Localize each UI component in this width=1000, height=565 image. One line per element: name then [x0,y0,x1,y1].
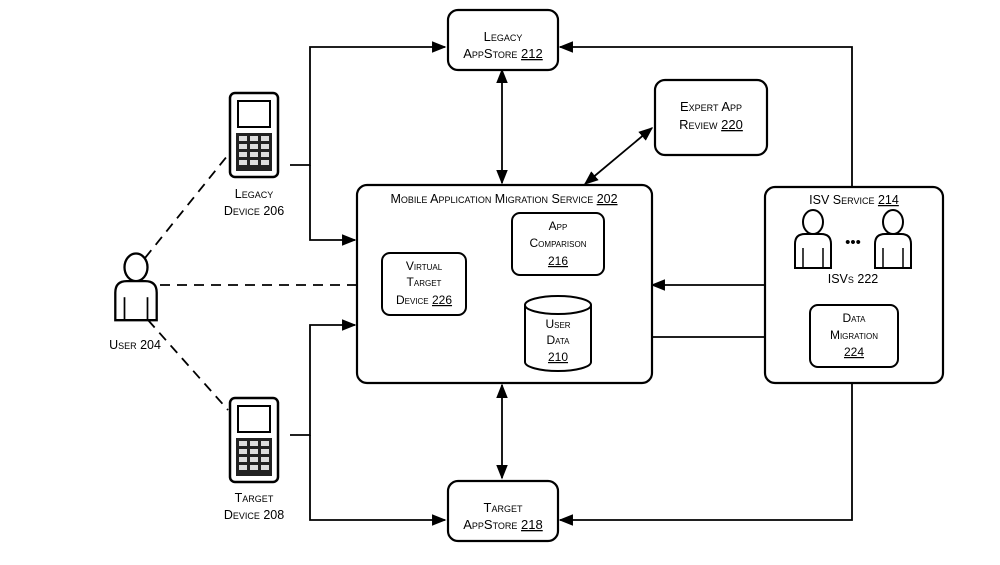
data-migration-box: Data Migration 224 [809,304,899,368]
virtual-target-ref: 226 [432,293,452,307]
expert-review-line2: Review 220 [679,117,743,132]
app-comparison-box: App Comparison 216 [511,212,605,276]
migration-service-label: Mobile Application Migration Service [390,192,593,206]
target-device-line2: Device 208 [224,508,284,522]
mobile-phone-icon [228,91,280,179]
virtual-target-device-word: Device [396,293,429,307]
isv-to-target-appstore [558,383,853,526]
legacy-device-line2: Device 206 [224,204,284,218]
isv-service-title: ISV Service 214 [809,193,899,207]
target-device: Target Device 208 [224,396,284,522]
user-data-line1: User [545,317,570,331]
virtual-target-line1: Virtual [406,259,443,273]
user-data-cylinder: User Data 210 [524,295,592,372]
user-data-ref: 210 [548,350,568,364]
legacy-appstore-line2: AppStore 212 [463,46,543,61]
target-appstore-name: AppStore [463,517,517,532]
person-icon [114,252,158,322]
isv-to-legacy-appstore [558,41,853,187]
isv-service-ref: 214 [878,193,899,207]
virtual-target-line2: Target [407,275,442,289]
user-legacy-device-link [144,154,229,259]
isvs-label: ISVs 222 [828,272,879,286]
expert-review-line1: Expert App [680,99,742,114]
legacy-appstore-name: AppStore [463,46,517,61]
legacy-appstore-ref: 212 [521,46,543,61]
expert-review-name: Review [679,117,718,132]
legacy-device: Legacy Device 206 [224,91,284,218]
migration-service-title: Mobile Application Migration Service 202 [390,192,617,206]
expert-review-box: Expert App Review 220 [653,78,769,157]
virtual-target-device-box: Virtual Target Device 226 [381,252,467,316]
target-appstore-ref: 218 [521,517,543,532]
legacy-appstore-line1: Legacy [484,29,523,44]
virtual-target-line3: Device 226 [396,293,452,307]
target-appstore-line1: Target [484,500,523,515]
user-label: User 204 [109,338,161,352]
user: User 204 [109,252,161,352]
target-device-to-target-appstore [309,435,447,526]
user-target-device-link [147,319,229,411]
app-comparison-line2: Comparison [530,236,587,250]
data-migration-line1: Data [842,311,866,325]
target-appstore-box: Target AppStore 218 [446,479,560,543]
target-device-to-migration-service [290,319,357,436]
app-comparison-line1: App [549,219,568,233]
user-dashed-links [144,154,380,411]
isvs-ellipsis: ••• [845,234,861,251]
legacy-device-to-migration-service [309,165,357,246]
legacy-appstore-box: Legacy AppStore 212 [446,8,560,72]
migration-expert-review-link [583,127,654,185]
target-device-line1: Target [235,491,274,505]
app-comparison-ref: 216 [548,254,568,268]
isv-service-label: ISV Service [809,193,874,207]
data-migration-ref: 224 [844,345,864,359]
user-data-line2: Data [546,333,570,347]
target-appstore-line2: AppStore 218 [463,517,543,532]
legacy-device-line1: Legacy [235,187,273,201]
data-migration-line2: Migration [830,328,878,342]
legacy-device-to-legacy-appstore [290,41,447,166]
migration-service-ref: 202 [597,192,618,206]
mobile-phone-icon [228,396,280,484]
expert-review-ref: 220 [721,117,743,132]
